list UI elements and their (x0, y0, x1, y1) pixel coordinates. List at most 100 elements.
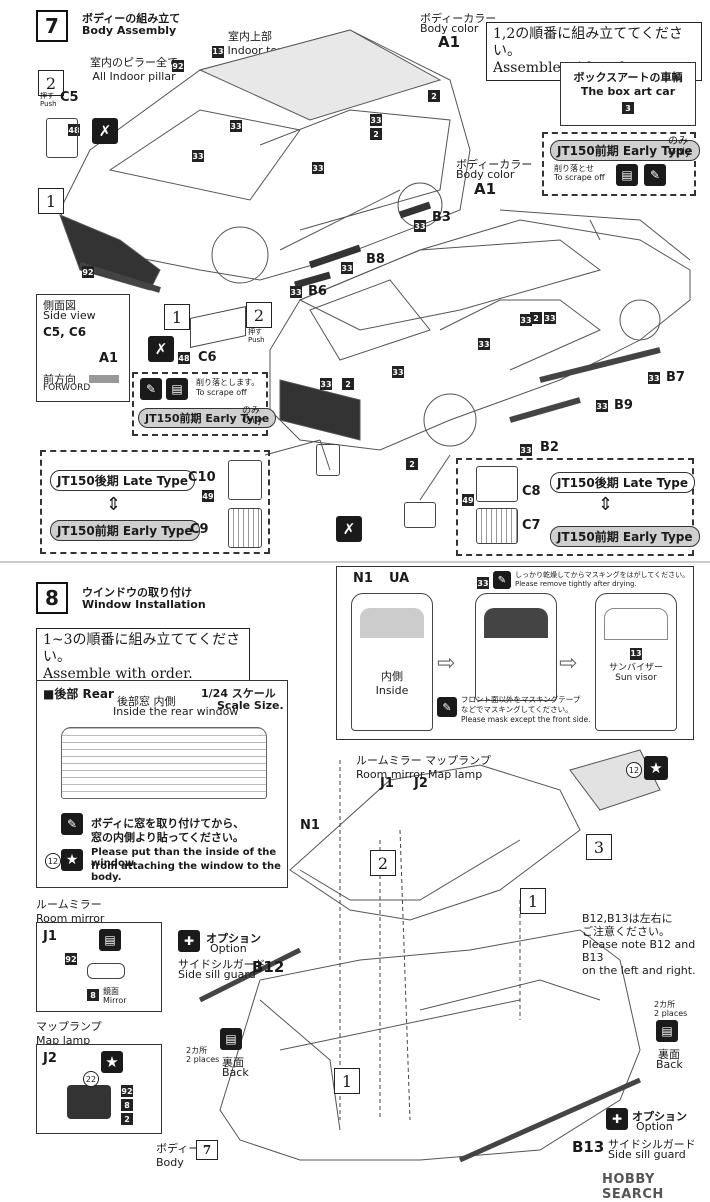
part-2-b: 2 (428, 90, 440, 102)
two-places-left: 2カ所 2 places (186, 1046, 219, 1064)
option-b12-jp: オプション (206, 932, 261, 945)
mirror-face-label: 鏡面 Mirror (103, 987, 127, 1005)
mask-jp2: などでマスキングしてください。 (461, 705, 573, 714)
mask-note: フロント面以外をマスキングテープ などでマスキングしてください。 Please … (461, 695, 591, 725)
j2-label: J2 (43, 1051, 57, 1066)
part-33-car2-d: 33 (392, 366, 404, 378)
option-b13-jp: オプション (632, 1110, 687, 1123)
rear-inside-jp: 後部窓 内側 (117, 695, 176, 708)
side-sill-b13-en: Side sill guard (608, 1148, 686, 1161)
back-left-en: Back (222, 1066, 249, 1079)
side-view-a1: A1 (99, 351, 119, 366)
step7-number: 7 (36, 10, 68, 42)
mirror-shape (87, 963, 125, 979)
window-sunvisor-shape: 13 サンバイザー Sun visor (595, 593, 677, 731)
j2-num-2: 2 (121, 1113, 133, 1125)
part-33-window: 33 (477, 577, 489, 589)
pillar-label: 室内のピラー全て All Indoor pillar (90, 54, 178, 83)
c10-part-shape (228, 460, 262, 500)
forward-en: FORWORD (43, 383, 91, 393)
window-masked-area (484, 608, 548, 638)
window-inside-shape: 内側 Inside (351, 593, 433, 731)
brush-icon-1: ✎ (140, 378, 162, 400)
side-view-en: Side view (43, 309, 96, 322)
b12b13-en2: on the left and right. (582, 964, 696, 977)
map-lamp-shape (67, 1085, 111, 1119)
part-2-car2-c: 2 (406, 458, 418, 470)
side-sill-b13-jp: サイドシルガード (608, 1138, 696, 1151)
window-masking-panel: N1 UA 内側 Inside ⇨ 33 ✎ しっかり乾燥してからマスキングをは… (336, 566, 694, 740)
j1-panel: J1 ▤ 92 8 鏡面 Mirror (36, 922, 162, 1012)
part-33-b: 33 (192, 150, 204, 162)
part-33-car2-b: 33 (520, 314, 532, 326)
body-color-jp-2: ボディーカラー (456, 158, 533, 171)
part-c7: C7 (522, 518, 541, 533)
sun-visor-en: Sun visor (615, 672, 657, 683)
step-marker-2-c6: 2 (246, 302, 272, 328)
b12-b13-note: B12,B13は左右に ご注意ください。 Please note B12 and… (582, 912, 710, 977)
two-places-right: 2カ所 2 places (654, 1000, 687, 1018)
j1-title-jp: ルームミラー (36, 898, 102, 911)
c7-part-shape (476, 508, 518, 544)
rear-note-en2: from attaching the window to the body. (91, 861, 281, 883)
side-view-parts: C5, C6 (43, 325, 87, 339)
j2-title-jp: マップランプ (36, 1020, 102, 1033)
rear-inside-en: Inside the rear window (113, 705, 239, 718)
rear-label: ■後部 Rear (43, 687, 114, 701)
part-2-a: 2 (370, 128, 382, 140)
only-jp-2: のみ (668, 136, 688, 147)
c8-part-shape (476, 466, 518, 502)
option-b12-en: Option (210, 942, 247, 955)
forward-jp: 前方向 (43, 373, 76, 386)
two-places-en-l: 2 places (186, 1055, 220, 1064)
glue-icon-bottom: ✗ (336, 516, 362, 542)
step8-order-note: 1~3の順番に組み立ててください。 Assemble with order. (36, 628, 250, 687)
body-label: ボディー Body (156, 1140, 199, 1169)
box-art-jp: ボックスアートの車輌 (573, 71, 683, 84)
j2-title-en: Map lamp (36, 1034, 91, 1047)
body-color-en-top: Body color (420, 22, 479, 35)
sun-visor-num: 13 (630, 647, 642, 660)
part-b8: B8 (366, 252, 385, 267)
step-marker-1-c6: 1 (164, 304, 190, 330)
part-b2: B2 (540, 440, 559, 455)
indoor-top-num: 13 (212, 45, 224, 58)
j2-panel-title: マップランプ Map lamp (36, 1018, 102, 1047)
j1-label: J1 (43, 929, 57, 944)
c-part-mid (316, 444, 340, 476)
step-marker-1-bottom: 1 (334, 1068, 360, 1094)
scrape-early-box: ✎ ▤ 削り落とします。 To scrape off JT150前期 Early… (132, 372, 277, 436)
inside-en: Inside (375, 684, 409, 697)
only-jp-1: のみ (242, 406, 261, 416)
step-marker-1-top: 1 (38, 188, 64, 214)
indoor-top-jp: 室内上部 (228, 30, 272, 43)
step8-number: 8 (36, 582, 68, 614)
mirror-face-en: Mirror (103, 996, 127, 1005)
part-c5-top: C5 (60, 90, 79, 105)
mirror-lamp-label: ルームミラー マップランプ Room mirror Map lamp (356, 752, 491, 781)
file-icon-2: ▤ (616, 164, 638, 186)
only-en-2: Only (668, 147, 691, 158)
step7-title-en: Body Assembly (82, 24, 177, 37)
body-color-en-2: Body color (456, 168, 515, 181)
glue-icon-c6: ✗ (148, 336, 174, 362)
part-33-c: 33 (312, 162, 324, 174)
side-view-panel: 側面図 Side view C5, C6 A1 前方向 FORWORD (36, 294, 130, 402)
brush-icon-window: ✎ (493, 571, 511, 589)
scale-jp: 1/24 スケール (201, 687, 276, 700)
room-mirror-en: Room mirror (356, 768, 425, 781)
window-n1-label: N1 (353, 571, 373, 586)
j1-title-en: Room mirror (36, 912, 105, 925)
map-lamp-jp: マップランプ (425, 754, 491, 767)
step-marker-1-lower: 1 (520, 888, 546, 914)
j1-num-92: 92 (65, 953, 77, 965)
part-33-a: 33 (230, 120, 242, 132)
b12b13-en1: Please note B12 and B13 (582, 938, 696, 964)
dry-note: しっかり乾燥してからマスキングをはがしてください。 Please remove … (515, 571, 689, 589)
part-c10: C10 (188, 470, 216, 485)
mask-en: Please mask except the front side. (461, 715, 591, 724)
part-33-b9: 33 (596, 400, 608, 412)
step8-title-en: Window Installation (82, 598, 206, 611)
room-mirror-jp: ルームミラー (356, 754, 422, 767)
